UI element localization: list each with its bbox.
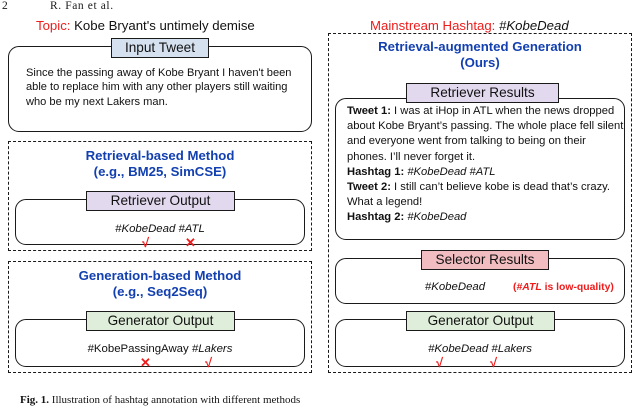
generation-method-heading-line-2: (e.g., Seq2Seq) <box>112 283 208 299</box>
generation-method-heading: Generation-based Method (e.g., Seq2Seq) <box>8 268 312 299</box>
retriever-mark-check: √ <box>142 235 150 250</box>
note-tag: #ATL <box>516 282 542 293</box>
retrieval-method-panel <box>8 141 312 251</box>
retrieval-method-heading: Retrieval-based Method (e.g., BM25, SimC… <box>8 148 312 179</box>
generation-method-heading-line-1: Generation-based Method <box>78 268 242 283</box>
tweet-1-line-1: Tweet 1: I was at iHop in ATL when the n… <box>347 104 623 119</box>
input-tweet-box <box>8 46 312 132</box>
running-head: 2 R. Fan et al. <box>0 0 340 14</box>
tweet-1-line-3: and everyone went from talking to being … <box>347 135 586 148</box>
running-head-authors: R. Fan et al. <box>50 0 114 12</box>
tweet-2-label: Tweet 2: <box>347 181 391 194</box>
retriever-mark-cross: ✕ <box>185 235 196 250</box>
tweet-1-line-2: about Kobe Bryant’s passing. The whole p… <box>347 120 624 133</box>
rag-heading: Retrieval-augmented Generation (Ours) <box>328 39 632 70</box>
input-tweet-line-3: who be my next Lakers man. <box>26 95 168 108</box>
mainstream-line: Mainstream Hashtag: #KobeDead <box>370 18 569 33</box>
input-tweet-text: Since the passing away of Kobe Bryant I … <box>26 66 300 109</box>
right-generator-output-chip: Generator Output <box>406 311 555 331</box>
rag-panel <box>328 33 632 373</box>
hashtag-2-label: Hashtag 2: <box>347 211 405 224</box>
input-tweet-line-2: able to replace him with any other playe… <box>26 81 288 94</box>
input-tweet-line-1: Since the passing away of Kobe Bryant I … <box>26 67 292 79</box>
figure-caption: Fig. 1. Illustration of hashtag annotati… <box>20 394 620 406</box>
retrieval-method-heading-line-2: (e.g., BM25, SimCSE) <box>93 163 227 179</box>
left-generator-mark-cross: ✕ <box>140 355 151 370</box>
rag-heading-line-2: (Ours) <box>460 54 500 70</box>
left-generator-mark-check: √ <box>205 355 213 370</box>
generation-method-panel <box>8 261 312 373</box>
note-text: is low-quality) <box>541 282 614 293</box>
hashtag-2-line: Hashtag 2: #KobeDead <box>347 210 623 225</box>
rag-heading-line-1: Retrieval-augmented Generation <box>378 39 582 54</box>
right-generator-output-tags: #KobeDead #Lakers <box>428 343 532 355</box>
tweet-1-line-4: phones. I’ll never forget it. <box>347 150 476 163</box>
tweet-2-text-1: I still can’t believe kobe is dead that’… <box>390 181 611 194</box>
topic-line: Topic: Kobe Bryant's untimely demise <box>36 18 255 33</box>
topic-label: Topic: <box>36 18 71 33</box>
selector-quality-note: (#ATL is low-quality) <box>513 282 614 293</box>
mainstream-value: #KobeDead <box>499 18 569 33</box>
tweet-2-line-2: What a legend! <box>347 196 423 209</box>
retriever-results-text: Tweet 1: I was at iHop in ATL when the n… <box>347 104 623 226</box>
page-number: 2 <box>2 0 8 12</box>
retrieval-method-heading-line-1: Retrieval-based Method <box>85 148 235 163</box>
tweet-1-text-1: I was at iHop in ATL when the news dropp… <box>390 105 615 117</box>
topic-value: Kobe Bryant's untimely demise <box>74 18 255 33</box>
tweet-1-label: Tweet 1: <box>347 105 391 117</box>
left-generator-output-chip: Generator Output <box>86 311 235 331</box>
input-tweet-chip: Input Tweet <box>111 38 209 58</box>
hashtag-1-line: Hashtag 1: #KobeDead #ATL <box>347 165 623 180</box>
retriever-results-chip: Retriever Results <box>406 83 559 103</box>
left-generator-output-tags: #KobePassingAway #Lakers <box>15 343 305 355</box>
left-generator-tag-1: #KobePassingAway <box>87 343 189 355</box>
retriever-output-tags: #KobeDead #ATL <box>115 223 205 235</box>
hashtag-2-value: #KobeDead <box>407 211 467 224</box>
hashtag-1-label: Hashtag 1: <box>347 165 405 178</box>
note-open-paren: ( <box>513 282 517 293</box>
right-generator-mark-check-1: √ <box>436 355 444 370</box>
tweet-2-line-1: Tweet 2: I still can’t believe kobe is d… <box>347 180 623 195</box>
figure-caption-text: Illustration of hashtag annotation with … <box>49 394 301 406</box>
right-generator-mark-check-2: √ <box>490 355 498 370</box>
selector-results-chip: Selector Results <box>421 250 549 270</box>
retriever-output-chip: Retriever Output <box>86 191 235 211</box>
mainstream-label: Mainstream Hashtag: <box>370 18 496 33</box>
selector-output-tag: #KobeDead <box>424 281 486 293</box>
hashtag-1-value: #KobeDead #ATL <box>407 165 496 178</box>
left-generator-tag-2: #Lakers <box>191 343 233 355</box>
figure-label: Fig. 1. <box>20 394 50 406</box>
